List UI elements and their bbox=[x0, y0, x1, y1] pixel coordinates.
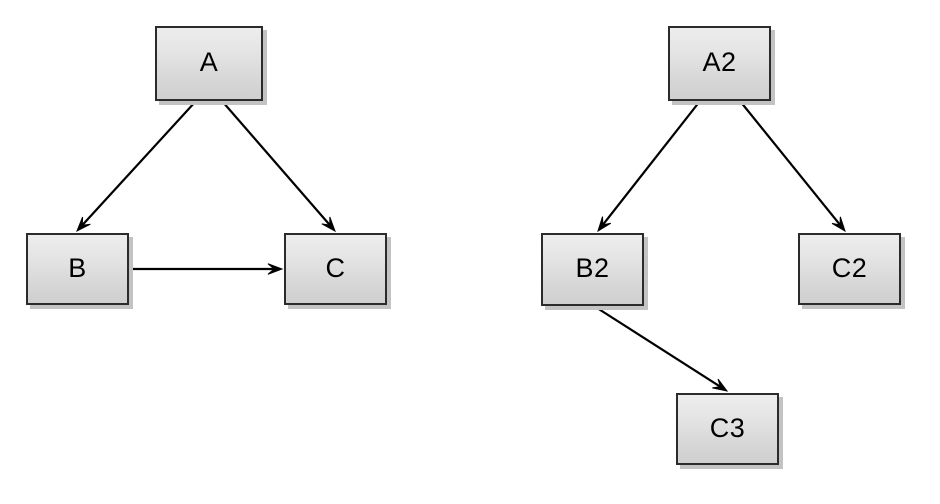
node-C3[interactable]: C3 bbox=[676, 393, 779, 465]
node-label: C bbox=[325, 252, 346, 283]
node-label: A2 bbox=[702, 47, 737, 77]
arrowhead bbox=[831, 216, 846, 233]
edge-B2-C3 bbox=[593, 305, 729, 392]
edge-A-C bbox=[221, 100, 336, 233]
arrowhead bbox=[597, 216, 612, 233]
node-A2[interactable]: A2 bbox=[668, 26, 771, 101]
node-B2[interactable]: B2 bbox=[541, 233, 644, 306]
node-label: B2 bbox=[575, 253, 610, 283]
node-C[interactable]: C bbox=[284, 233, 387, 305]
edge-B-C bbox=[130, 263, 284, 275]
node-A[interactable]: A bbox=[155, 26, 263, 101]
arrowhead bbox=[267, 263, 284, 275]
node-label: C3 bbox=[709, 412, 746, 443]
edge-A-B bbox=[76, 100, 197, 233]
node-B[interactable]: B bbox=[26, 233, 129, 305]
arrowhead bbox=[321, 216, 336, 233]
node-label: B bbox=[68, 252, 87, 283]
node-label: C2 bbox=[831, 252, 868, 283]
arrowhead bbox=[712, 378, 729, 392]
edge-A2-C2 bbox=[739, 100, 846, 233]
arrowhead bbox=[76, 216, 91, 233]
node-C2[interactable]: C2 bbox=[798, 233, 901, 305]
edge-A2-B2 bbox=[597, 100, 701, 233]
node-label: A bbox=[199, 47, 219, 77]
